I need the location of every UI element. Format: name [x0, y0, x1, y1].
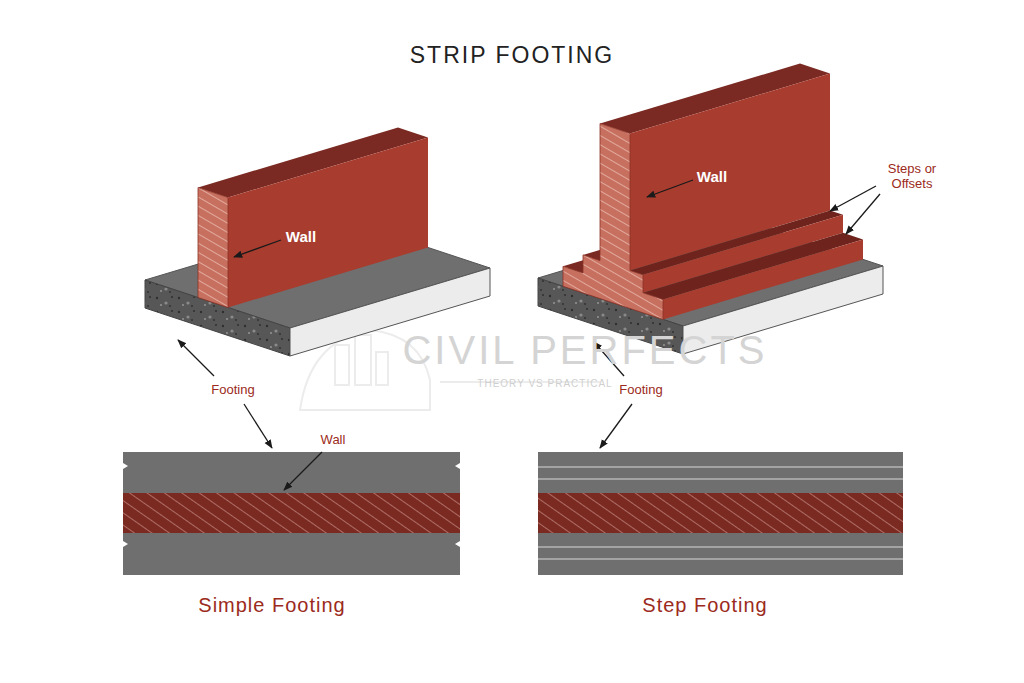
leader-arrow: [284, 452, 322, 490]
step-face: [663, 239, 863, 319]
caption-label: Step Footing: [642, 594, 767, 617]
step-footing-3d: [538, 64, 883, 355]
wall-plan: [123, 493, 460, 533]
wall-end: [563, 124, 663, 320]
steps-label: Steps or Offsets: [875, 162, 949, 192]
leader-arrow: [178, 340, 214, 376]
wall-label: Wall: [697, 168, 727, 185]
simple-footing-plan: [118, 452, 465, 575]
leader-arrow: [846, 194, 880, 234]
break-mark: [118, 460, 128, 472]
wall-face: [228, 138, 428, 308]
wall-label: Wall: [321, 433, 346, 448]
leader-arrow: [647, 180, 693, 197]
leader-arrows: [178, 180, 880, 490]
footing-label: Footing: [619, 383, 662, 398]
offset-line: [538, 478, 903, 479]
caption-label: Simple Footing: [198, 594, 345, 617]
leader-arrow: [244, 404, 272, 448]
footing-label: Footing: [211, 383, 254, 398]
leader-arrow: [234, 240, 281, 257]
break-mark: [455, 538, 465, 550]
wall-end: [198, 188, 228, 308]
break-mark: [118, 538, 128, 550]
offset-line: [538, 558, 903, 559]
wall-plan: [538, 493, 903, 533]
footing-plan: [123, 452, 460, 575]
diagram-title: STRIP FOOTING: [410, 42, 614, 68]
watermark: CIVIL PERFECTS: [402, 327, 767, 373]
break-mark: [455, 460, 465, 472]
watermark: THEORY VS PRACTICAL: [477, 378, 612, 390]
offset-line: [538, 546, 903, 547]
offset-line: [538, 466, 903, 467]
watermark-logo: [355, 335, 371, 385]
footing-plan: [538, 452, 903, 575]
watermark-logo: [376, 352, 388, 385]
leader-arrow: [600, 404, 632, 448]
wall-label: Wall: [286, 228, 316, 245]
watermark-logo: [335, 345, 349, 385]
simple-footing-3d: [145, 128, 490, 357]
step-footing-plan: [538, 452, 903, 575]
